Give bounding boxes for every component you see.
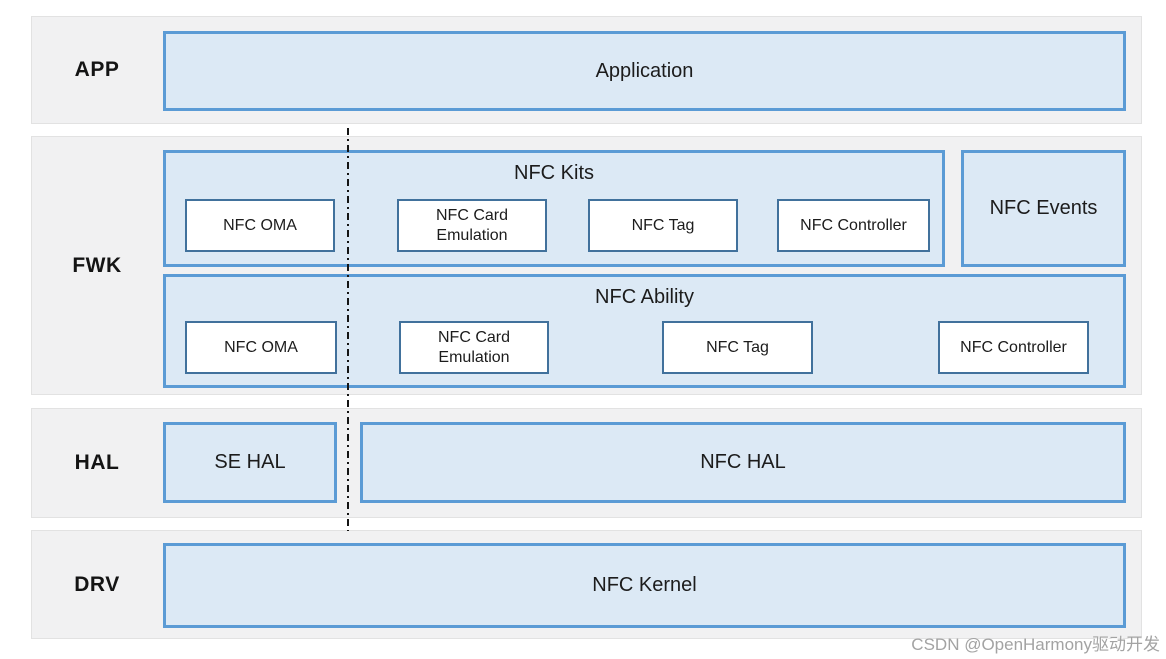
nfc-kernel-label: NFC Kernel: [592, 574, 697, 596]
nfc-events-box: NFC Events: [961, 150, 1126, 267]
nfc-ability-oma-box: NFC OMA: [185, 321, 337, 374]
application-box-label: Application: [595, 59, 694, 82]
layer-label-fwk: FWK: [72, 253, 122, 277]
nfc-kits-title: NFC Kits: [514, 162, 594, 184]
nfc-hal-label: NFC HAL: [700, 451, 786, 473]
nfc-kits-oma-box: NFC OMA: [185, 199, 335, 252]
nfc-hal-box: NFC HAL: [360, 422, 1126, 503]
watermark-text: CSDN @OpenHarmony驱动开发: [911, 635, 1160, 654]
nfc-ability-card-emulation-box: NFC Card Emulation: [399, 321, 549, 374]
nfc-ability-controller-box: NFC Controller: [938, 321, 1089, 374]
nfc-events-label: NFC Events: [989, 197, 1098, 219]
layer-label-drv: DRV: [74, 572, 120, 596]
nfc-kits-controller-box: NFC Controller: [777, 199, 930, 252]
nfc-kits-box: NFC Kits NFC OMA NFC Card Emulation NFC …: [163, 150, 945, 267]
application-box: Application: [163, 31, 1126, 111]
nfc-ability-title: NFC Ability: [595, 286, 694, 308]
dash-dot-separator-line: [347, 128, 349, 531]
se-hal-box: SE HAL: [163, 422, 337, 503]
nfc-ability-tag-box: NFC Tag: [662, 321, 813, 374]
layer-label-hal: HAL: [74, 451, 120, 474]
nfc-kits-tag-box: NFC Tag: [588, 199, 738, 252]
nfc-kits-card-emulation-box: NFC Card Emulation: [397, 199, 547, 252]
layer-label-app: APP: [74, 58, 120, 81]
nfc-ability-box: NFC Ability NFC OMA NFC Card Emulation N…: [163, 274, 1126, 388]
se-hal-label: SE HAL: [214, 451, 286, 473]
nfc-kernel-box: NFC Kernel: [163, 543, 1126, 628]
